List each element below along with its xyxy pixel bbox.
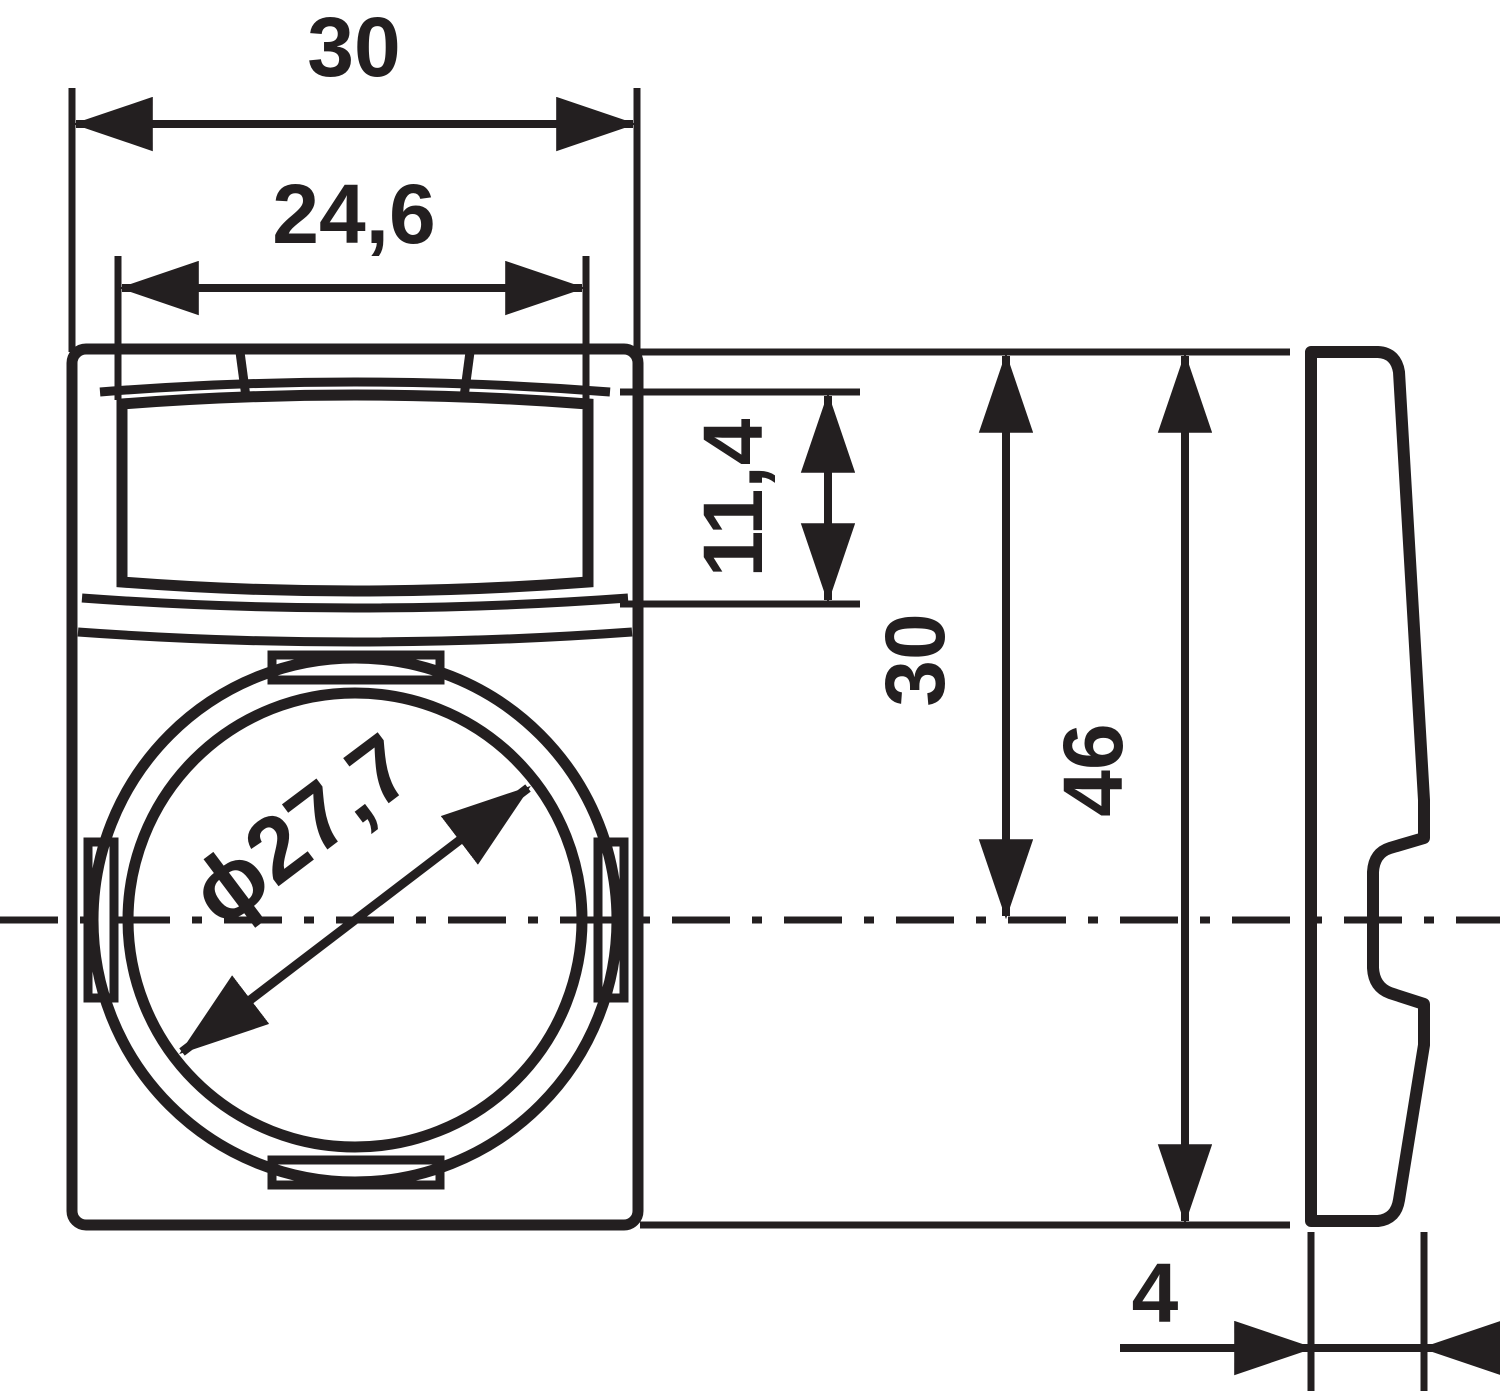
dim-label-h30: 30 bbox=[868, 613, 962, 706]
dim-label-114: 11,4 bbox=[686, 418, 780, 577]
window-top-tab-right bbox=[459, 351, 475, 398]
dimension-window-height: 11,4 bbox=[620, 388, 860, 608]
window-top-edge bbox=[99, 377, 611, 397]
dimension-width-30: 30 bbox=[68, 0, 641, 352]
bore-tab-top bbox=[267, 650, 445, 685]
bezel-divider-line bbox=[77, 627, 633, 647]
dimension-side-thickness: 4 bbox=[1120, 1232, 1500, 1391]
label-window-group bbox=[77, 351, 633, 647]
dim-label-4: 4 bbox=[1132, 1246, 1179, 1340]
dimension-center-height: 30 bbox=[640, 348, 1290, 920]
dim-label-46: 46 bbox=[1046, 723, 1140, 816]
bore-tab-bottom bbox=[267, 1155, 445, 1190]
window-top-tab-left bbox=[235, 351, 251, 398]
housing-outline bbox=[66, 343, 644, 1231]
side-profile-view bbox=[1305, 346, 1430, 1227]
side-profile-outline bbox=[1305, 346, 1430, 1227]
label-window-aperture bbox=[116, 389, 594, 597]
front-view bbox=[66, 343, 644, 1231]
window-bottom-edge bbox=[81, 593, 629, 613]
dimension-overall-height: 46 bbox=[640, 352, 1290, 1229]
dimension-window-width: 24,6 bbox=[114, 167, 590, 400]
dim-label-246: 24,6 bbox=[272, 167, 436, 261]
dim-label-30: 30 bbox=[307, 0, 400, 94]
dim-line-diameter bbox=[179, 784, 531, 1056]
dimension-bore-diameter: ϕ27,7 bbox=[172, 715, 531, 1056]
